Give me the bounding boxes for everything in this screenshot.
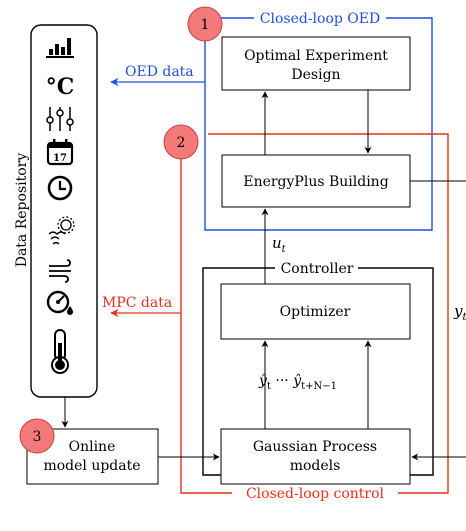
oed-data-label: OED data xyxy=(125,64,194,80)
clock-icon xyxy=(47,175,73,201)
sliders-icon xyxy=(46,107,74,131)
output-label: yt xyxy=(453,302,466,323)
oed-block-line2: Design xyxy=(291,67,340,83)
optimizer-block-label: Optimizer xyxy=(280,304,351,320)
gauge-icon xyxy=(46,290,73,315)
gp-block-line2: models xyxy=(290,458,341,474)
repository-title: Data Repository xyxy=(14,153,30,268)
online-update-line1: Online xyxy=(69,439,116,455)
svg-text:2: 2 xyxy=(177,135,186,151)
svg-text:1: 1 xyxy=(201,17,210,33)
oed-block: Optimal Experiment Design xyxy=(221,36,411,91)
oed-block-line1: Optimal Experiment xyxy=(244,48,388,64)
online-update-block: Online model update xyxy=(26,428,159,485)
svg-text:17: 17 xyxy=(53,153,67,164)
svg-text:3: 3 xyxy=(33,429,42,445)
sun-cloud-icon xyxy=(48,216,75,245)
oed-block-box xyxy=(221,36,411,91)
arrows xyxy=(61,77,466,461)
online-update-line2: model update xyxy=(43,458,140,474)
mpc-data-label: MPC data xyxy=(102,295,172,311)
badge-1: 1 xyxy=(187,6,223,42)
celsius-icon: °C xyxy=(46,74,75,100)
online-update-box xyxy=(26,428,159,485)
prediction-horizon-label: ŷt ··· ŷt+N−1 xyxy=(258,372,337,392)
controller-label: Controller xyxy=(281,261,354,277)
gp-block-line1: Gaussian Process xyxy=(253,439,377,455)
control-loop-label: Closed-loop control xyxy=(246,486,385,502)
optimizer-block-box xyxy=(220,283,411,340)
gp-block: Gaussian Process models xyxy=(220,428,411,485)
building-block-box xyxy=(221,154,411,208)
control-input-label: ut xyxy=(272,234,287,255)
building-block-label: EnergyPlus Building xyxy=(243,174,388,190)
badge-3: 3 xyxy=(19,418,55,454)
bar-chart-icon xyxy=(46,38,74,58)
calendar-icon: 17 xyxy=(46,139,74,166)
gp-block-box xyxy=(220,428,411,485)
badge-2: 2 xyxy=(163,124,199,160)
data-repository: Data Repository °C 17 xyxy=(14,24,98,398)
wind-icon xyxy=(49,259,71,283)
oed-loop-label: Closed-loop OED xyxy=(260,11,380,27)
optimizer-block: Optimizer xyxy=(220,283,411,340)
thermometer-icon xyxy=(51,329,69,374)
building-block: EnergyPlus Building xyxy=(221,154,411,208)
